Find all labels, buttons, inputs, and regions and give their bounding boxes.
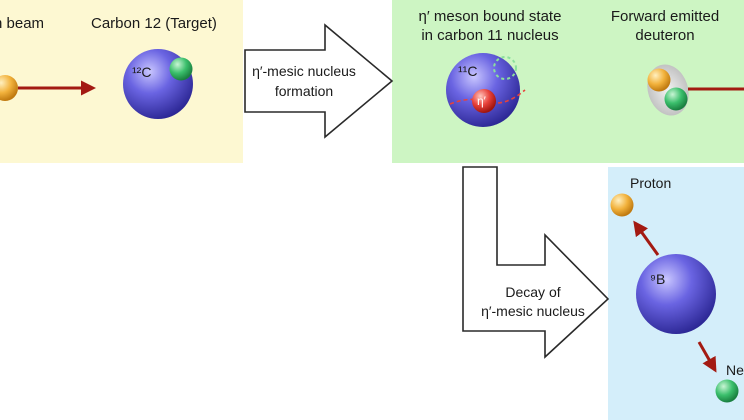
- emitted-proton-sphere: [610, 193, 634, 217]
- neutron-emission-arrow: [697, 341, 717, 373]
- formation-arrow-label-line2: formation: [274, 83, 334, 99]
- decay-arrow-shape: [462, 166, 610, 359]
- deuteron-halo: [647, 64, 689, 116]
- beam-label: n beam: [0, 15, 45, 32]
- eta-prime-meson-label: η′: [477, 94, 486, 108]
- bound-state-label-line2: in carbon 11 nucleus: [421, 27, 559, 44]
- formation-arrow-label-line1: η′-mesic nucleus: [252, 63, 356, 79]
- boron9-nucleus-sphere: [636, 254, 716, 334]
- beam-target-panel: [0, 0, 243, 163]
- boron9-nucleus-label: ⁹B: [650, 271, 666, 287]
- bound-state-label-line1: η′ meson bound state: [418, 8, 562, 25]
- eta-prime-meson-sphere: [472, 89, 496, 113]
- neutron-hole-outline: [493, 56, 517, 80]
- formation-arrow-shape: [244, 23, 394, 139]
- deuteron-label-line1: Forward emitted: [610, 8, 720, 25]
- proton-label: Proton: [630, 175, 672, 191]
- deuteron-label-line2: deuteron: [635, 27, 695, 44]
- decay-arrow-label-line1: Decay of: [505, 284, 561, 300]
- proton-emission-arrow: [633, 220, 660, 256]
- emitted-neutron-sphere: [715, 379, 739, 403]
- beam-proton-sphere: [0, 75, 18, 101]
- target-label: Carbon 12 (Target): [91, 15, 217, 32]
- carbon12-nucleus-label: ¹²C: [132, 64, 152, 80]
- deuteron-neutron-sphere: [664, 87, 688, 111]
- target-neutron-sphere: [169, 57, 193, 81]
- decay-arrow-label-line2: η′-mesic nucleus: [481, 303, 585, 319]
- carbon11-nucleus-label: ¹¹C: [458, 63, 478, 79]
- deuteron-proton-sphere: [647, 68, 671, 92]
- neutron-label-partial: Ne: [726, 362, 744, 378]
